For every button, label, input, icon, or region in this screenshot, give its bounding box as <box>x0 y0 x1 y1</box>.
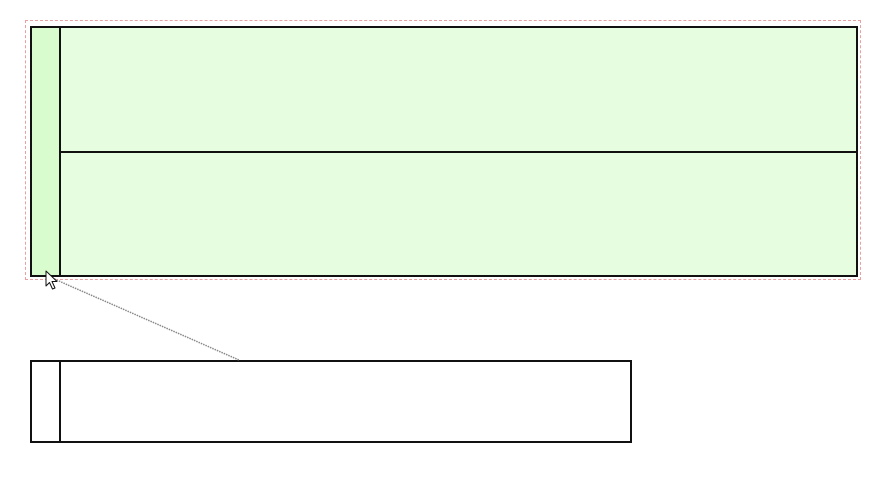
selected-pool[interactable] <box>30 26 858 277</box>
lane-bottom[interactable] <box>61 153 856 275</box>
drop-target-pool[interactable] <box>30 360 632 443</box>
lane-top[interactable] <box>61 28 856 153</box>
dotted-connector <box>51 277 240 361</box>
selection-outline <box>25 20 861 280</box>
pool-header[interactable] <box>32 28 61 275</box>
pool-header[interactable] <box>32 362 61 441</box>
